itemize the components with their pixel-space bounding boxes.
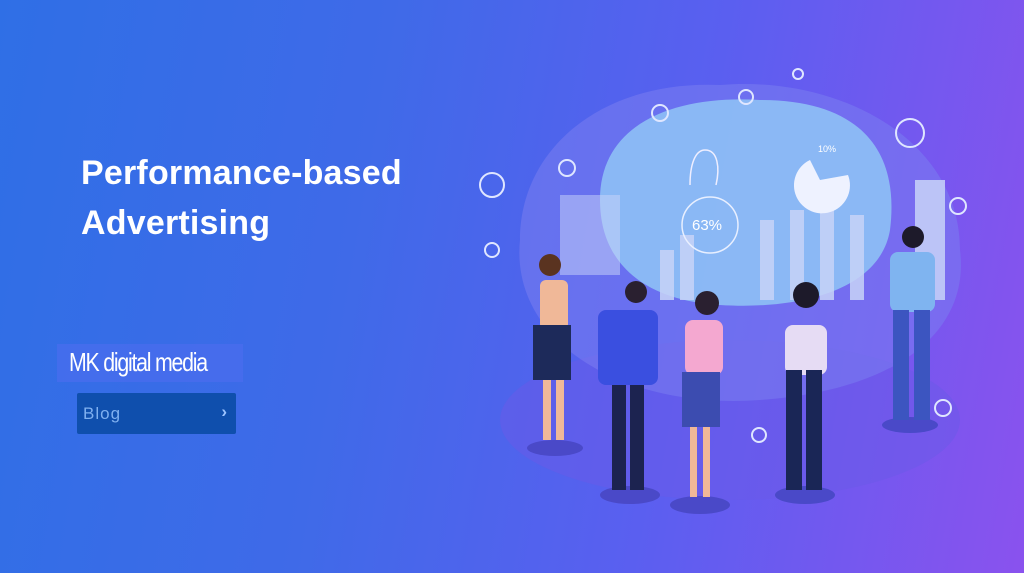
data-cloud [600,99,892,306]
people-group [527,226,938,514]
floating-icons [479,68,967,443]
bar-chart [560,180,945,300]
blog-label: Blog [83,404,122,423]
person-outline-icon [689,149,719,186]
blog-button[interactable]: Blog › [77,393,236,434]
pie-chart-icon [793,160,850,214]
brand-label: MK digital media [57,344,243,382]
title-line-2: Advertising [81,204,271,242]
stat-secondary: 10% [818,144,836,154]
title-line-1: Performance-based [81,154,402,192]
stat-ring [681,196,739,254]
brand-text: MK digital media [69,347,208,377]
page-title: Performance-based Advertising [81,148,402,248]
stat-main: 63% [692,217,722,234]
chevron-right-icon: › [221,402,228,421]
